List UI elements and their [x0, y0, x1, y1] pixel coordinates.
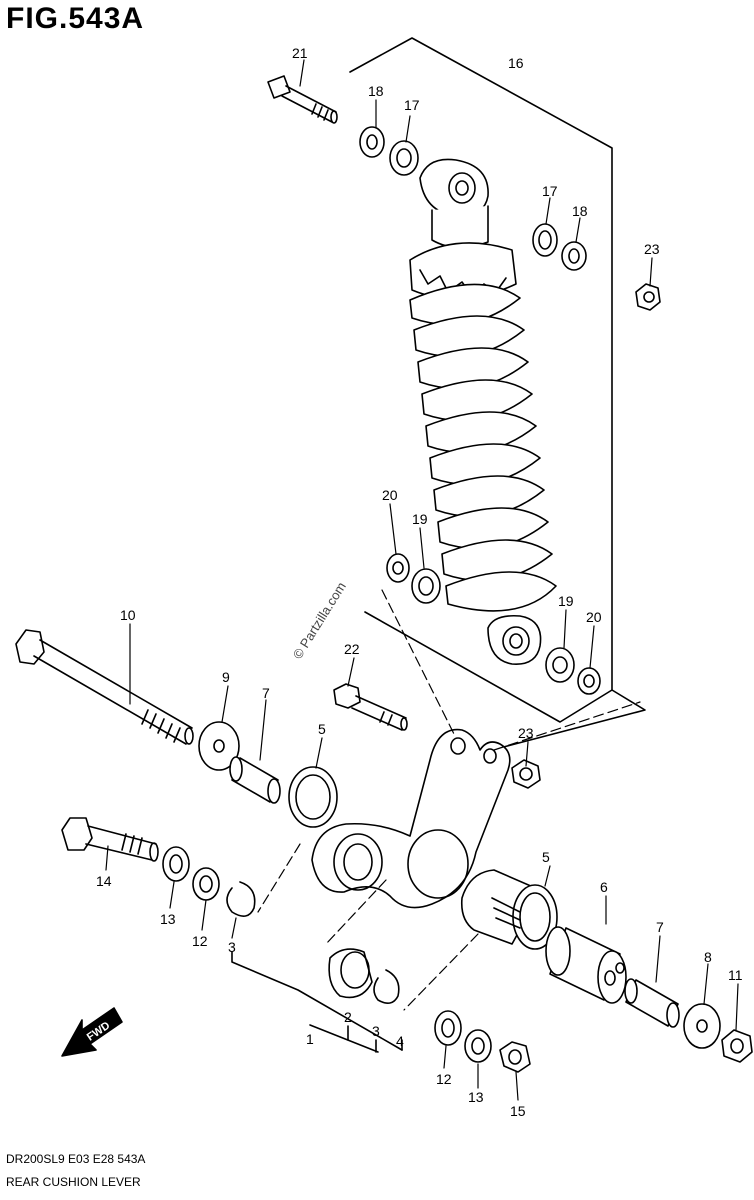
callout-19-right: 19 [558, 593, 574, 609]
seal-17-upper [389, 140, 419, 176]
bracket-16 [349, 37, 646, 751]
washer-8 [683, 1003, 721, 1049]
bushing-7-right [624, 978, 680, 1028]
callout-5-left: 5 [318, 721, 326, 737]
figure-title: FIG.543A [6, 2, 145, 35]
collar-20-right [577, 667, 601, 695]
snap-ring-3-bottom [373, 969, 400, 1004]
cushion-lever [311, 728, 511, 909]
seal-12-bottom [434, 1010, 462, 1046]
callout-15: 15 [510, 1103, 526, 1119]
callout-17-upper: 17 [404, 97, 420, 113]
nut-23-upper [635, 283, 661, 311]
callout-19-left: 19 [412, 511, 428, 527]
callout-16: 16 [508, 55, 524, 71]
spacer-6 [545, 926, 627, 1004]
callout-21: 21 [292, 45, 308, 61]
callout-14: 14 [96, 873, 112, 889]
coil-spring [409, 283, 557, 612]
shock-lower-eye [487, 614, 542, 665]
collar-18-upper [359, 126, 385, 158]
callout-7-right: 7 [656, 919, 664, 935]
callout-11: 11 [728, 967, 743, 983]
seal-19-left [411, 568, 441, 604]
callout-17-right: 17 [542, 183, 558, 199]
callout-18-upper: 18 [368, 83, 384, 99]
callout-13-left: 13 [160, 911, 176, 927]
callout-8: 8 [704, 949, 712, 965]
washer-9 [198, 721, 240, 771]
bushing-7-left [229, 756, 281, 804]
callout-23-upper: 23 [644, 241, 660, 257]
collar-13-bottom [464, 1029, 492, 1063]
callout-13-bottom: 13 [468, 1089, 484, 1105]
callout-7-left: 7 [262, 685, 270, 701]
collar-20-left [386, 553, 410, 583]
seal-12-left [192, 867, 220, 901]
callout-12-left: 12 [192, 933, 208, 949]
callout-3-bottom: 3 [372, 1023, 380, 1039]
callout-3-left: 3 [228, 939, 236, 955]
callout-20-left: 20 [382, 487, 398, 503]
callout-23-lower: 23 [518, 725, 534, 741]
nut-15 [499, 1041, 531, 1073]
collar-13-left [162, 846, 190, 882]
footer-diagram-name: REAR CUSHION LEVER [6, 1175, 141, 1189]
bolt-10 [15, 629, 194, 745]
callout-5-right: 5 [542, 849, 550, 865]
bearing-5-right [460, 869, 558, 950]
nut-11 [721, 1029, 753, 1063]
callout-1: 1 [306, 1031, 314, 1047]
callout-10: 10 [120, 607, 136, 623]
callout-18-right: 18 [572, 203, 588, 219]
seal-17-right [532, 223, 558, 257]
callout-9: 9 [222, 669, 230, 685]
collar-2 [328, 948, 373, 999]
seal-19-right [545, 647, 575, 683]
bolt-21 [267, 75, 338, 124]
callout-22: 22 [344, 641, 360, 657]
callout-6: 6 [600, 879, 608, 895]
callout-12-bottom: 12 [436, 1071, 452, 1087]
callout-2: 2 [344, 1009, 352, 1025]
bracket-1 [231, 951, 403, 1051]
watermark: © Partzilla.com [290, 579, 349, 661]
nut-23-lower [511, 759, 541, 789]
callout-4: 4 [396, 1033, 404, 1049]
fwd-arrow-icon [61, 1007, 123, 1057]
shock-upper-mount [419, 158, 489, 249]
snap-ring-3-left [226, 881, 256, 917]
bolt-22 [333, 683, 408, 731]
bolt-14 [61, 817, 159, 862]
collar-18-right [561, 241, 587, 271]
footer-model-code: DR200SL9 E03 E28 543A [6, 1152, 146, 1166]
callout-20-right: 20 [586, 609, 602, 625]
